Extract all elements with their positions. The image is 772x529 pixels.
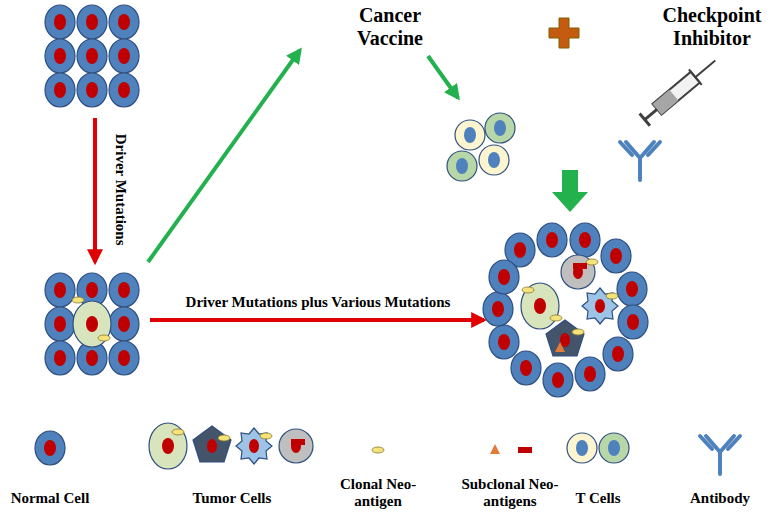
advanced-tumor-tissue-part bbox=[550, 315, 562, 321]
advanced-tumor-tissue-part bbox=[618, 305, 648, 339]
normal-tissue-part bbox=[45, 39, 75, 73]
normal-tissue-part bbox=[45, 73, 75, 107]
advanced-tumor-tissue-part bbox=[575, 357, 605, 391]
legend-samples-part bbox=[260, 433, 272, 439]
legend-samples-part bbox=[193, 426, 231, 462]
arrow-label: Driver Mutations bbox=[111, 115, 128, 265]
legend-samples-part bbox=[490, 444, 500, 454]
vaccine-arrow bbox=[148, 50, 300, 262]
syringe-icon-part bbox=[640, 113, 650, 125]
t-cell-group-part bbox=[455, 120, 485, 150]
treatment-arrow bbox=[552, 170, 588, 212]
progression-arrow bbox=[150, 318, 484, 322]
advanced-tumor-tissue-part bbox=[546, 320, 584, 356]
legend-label: Clonal Neo-antigen bbox=[326, 476, 430, 511]
legend-samples-part bbox=[700, 436, 740, 474]
legend-label: Subclonal Neo-antigens bbox=[455, 476, 565, 511]
t-cell-group-part bbox=[485, 113, 515, 143]
arrow-label: Driver Mutations plus Various Mutations bbox=[158, 294, 478, 311]
syringe-icon-part bbox=[689, 69, 702, 84]
advanced-tumor-tissue-part bbox=[586, 259, 598, 265]
advanced-tumor-tissue-part bbox=[570, 223, 600, 257]
normal-tissue-part bbox=[109, 39, 139, 73]
early-tumor-tissue-part bbox=[45, 307, 75, 341]
early-tumor-tissue-part bbox=[73, 301, 111, 347]
early-tumor-tissue-part bbox=[109, 273, 139, 307]
advanced-tumor-tissue-part bbox=[489, 325, 519, 359]
advanced-tumor-tissue bbox=[483, 223, 648, 397]
advanced-tumor-tissue-part bbox=[606, 293, 618, 299]
vaccine-arrow bbox=[428, 56, 458, 98]
advanced-tumor-tissue-part bbox=[511, 351, 541, 385]
advanced-tumor-tissue-part bbox=[489, 260, 519, 294]
syringe-icon-part bbox=[645, 109, 657, 119]
advanced-tumor-tissue-part bbox=[617, 272, 647, 306]
advanced-tumor-tissue-part bbox=[483, 292, 513, 326]
legend-samples-part bbox=[567, 433, 597, 463]
advanced-tumor-tissue-part bbox=[522, 287, 534, 293]
plus-sign bbox=[549, 18, 579, 48]
legend-label: Tumor Cells bbox=[177, 490, 287, 507]
advanced-tumor-tissue-part bbox=[521, 283, 559, 329]
advanced-tumor-tissue-part bbox=[582, 288, 618, 324]
t-cell-group bbox=[447, 113, 515, 181]
legend-samples-part bbox=[372, 447, 384, 453]
normal-tissue-part bbox=[109, 73, 139, 107]
advanced-tumor-tissue-part bbox=[573, 263, 587, 269]
t-cell-group-part bbox=[447, 151, 477, 181]
normal-tissue-part bbox=[77, 5, 107, 39]
advanced-tumor-tissue-part bbox=[603, 337, 633, 371]
legend-label: T Cells bbox=[563, 490, 633, 507]
plus-sign-part bbox=[549, 18, 579, 48]
syringe-icon-part bbox=[695, 60, 715, 77]
advanced-tumor-tissue-part bbox=[537, 223, 567, 257]
advanced-tumor-tissue-part bbox=[543, 363, 573, 397]
normal-tissue-part bbox=[109, 5, 139, 39]
early-tumor-tissue-part bbox=[109, 307, 139, 341]
legend-samples-part bbox=[279, 429, 313, 463]
mutation-arrow bbox=[93, 118, 97, 262]
legend-samples-part bbox=[149, 423, 187, 469]
normal-tissue-part bbox=[45, 5, 75, 39]
early-tumor-tissue bbox=[45, 273, 139, 375]
early-tumor-tissue-part bbox=[98, 335, 110, 341]
early-tumor-tissue-part bbox=[45, 273, 75, 307]
legend-samples-part bbox=[236, 428, 272, 464]
legend-samples-part bbox=[218, 435, 230, 441]
legend-label: Normal Cell bbox=[2, 490, 98, 507]
legend-samples-part bbox=[172, 429, 184, 435]
antibody-symbol bbox=[620, 142, 660, 180]
normal-tissue-part bbox=[77, 73, 107, 107]
early-tumor-tissue-part bbox=[72, 297, 84, 303]
legend-samples-part bbox=[291, 439, 305, 445]
normal-tissue bbox=[45, 5, 139, 107]
legend-samples-part bbox=[599, 433, 629, 463]
treatment-label: Cancer Vaccine bbox=[335, 4, 445, 50]
advanced-tumor-tissue-part bbox=[601, 239, 631, 273]
syringe-icon bbox=[638, 53, 721, 127]
legend-samples bbox=[35, 423, 740, 474]
syringe-icon-part bbox=[653, 72, 700, 115]
legend-label: Antibody bbox=[675, 490, 765, 507]
early-tumor-tissue-part bbox=[45, 341, 75, 375]
normal-tissue-part bbox=[77, 39, 107, 73]
legend-samples-part bbox=[518, 447, 532, 453]
legend-samples-part bbox=[35, 431, 65, 465]
early-tumor-tissue-part bbox=[109, 341, 139, 375]
t-cell-group-part bbox=[479, 145, 509, 175]
treatment-label: Checkpoint Inhibitor bbox=[656, 4, 768, 50]
advanced-tumor-tissue-part bbox=[572, 329, 584, 335]
advanced-tumor-tissue-part bbox=[555, 342, 565, 352]
